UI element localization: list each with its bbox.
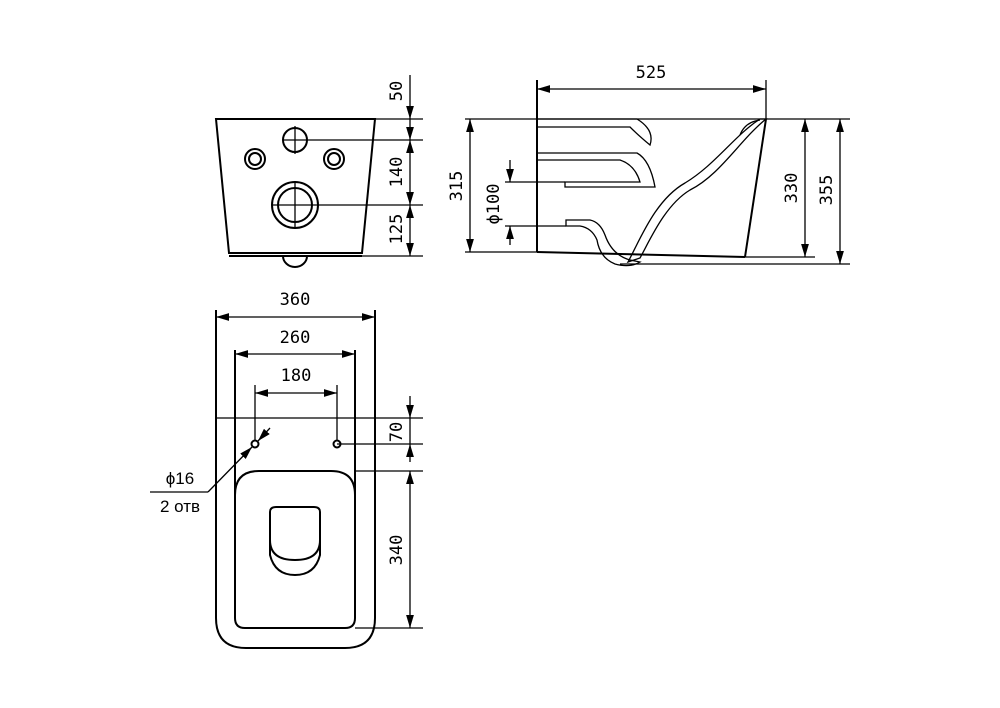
hole-diameter-note: ϕ16 (166, 469, 194, 488)
outlet-shadow (269, 540, 321, 577)
front-dimensions: 50 140 125 (272, 75, 423, 257)
outlet-bump (282, 255, 308, 268)
dim-total-height: 355 (817, 175, 837, 206)
dim-bowl-length: 340 (387, 535, 407, 566)
side-dimensions: 525 315 ϕ100 330 355 (447, 63, 844, 264)
outlet-opening (269, 506, 321, 562)
side-view: 525 315 ϕ100 330 355 (447, 63, 850, 267)
bowl-opening-top (234, 470, 356, 496)
dim-rim-height: 330 (782, 173, 802, 204)
front-view: 50 140 125 (214, 75, 423, 268)
top-dimensions: 360 260 180 70 340 (216, 290, 414, 628)
outlet-pipe (565, 219, 642, 267)
side-back-line (744, 118, 767, 258)
flush-pipe-top (536, 118, 652, 147)
dim-width: 360 (280, 290, 311, 310)
bowl-wall (626, 118, 768, 264)
dim-depth: 525 (636, 63, 667, 83)
front-body-outline (214, 118, 377, 254)
dim-bolt-offset: 70 (387, 422, 407, 442)
side-base-line (536, 251, 746, 258)
dim-inner-width: 260 (280, 328, 311, 348)
dim-inlet-height: 315 (447, 171, 467, 202)
hole-count-note: 2 отв (160, 497, 200, 516)
hole-leader: ϕ16 2 отв (150, 427, 271, 516)
top-outer-outline (215, 310, 376, 649)
bolt-hole-left (250, 439, 260, 449)
rim-lip (739, 119, 761, 136)
dim-hole-spacing: 140 (387, 157, 407, 188)
dim-bottom-offset: 125 (387, 214, 407, 245)
top-view: 360 260 180 70 340 ϕ16 2 отв (150, 290, 423, 649)
dim-top-offset: 50 (387, 81, 407, 101)
dim-bolt-spacing: 180 (281, 366, 312, 386)
top-inner-sides (234, 350, 356, 629)
mount-ring-right (323, 148, 345, 170)
mount-ring-left (244, 148, 266, 170)
dim-outlet-diameter: ϕ100 (484, 184, 504, 225)
